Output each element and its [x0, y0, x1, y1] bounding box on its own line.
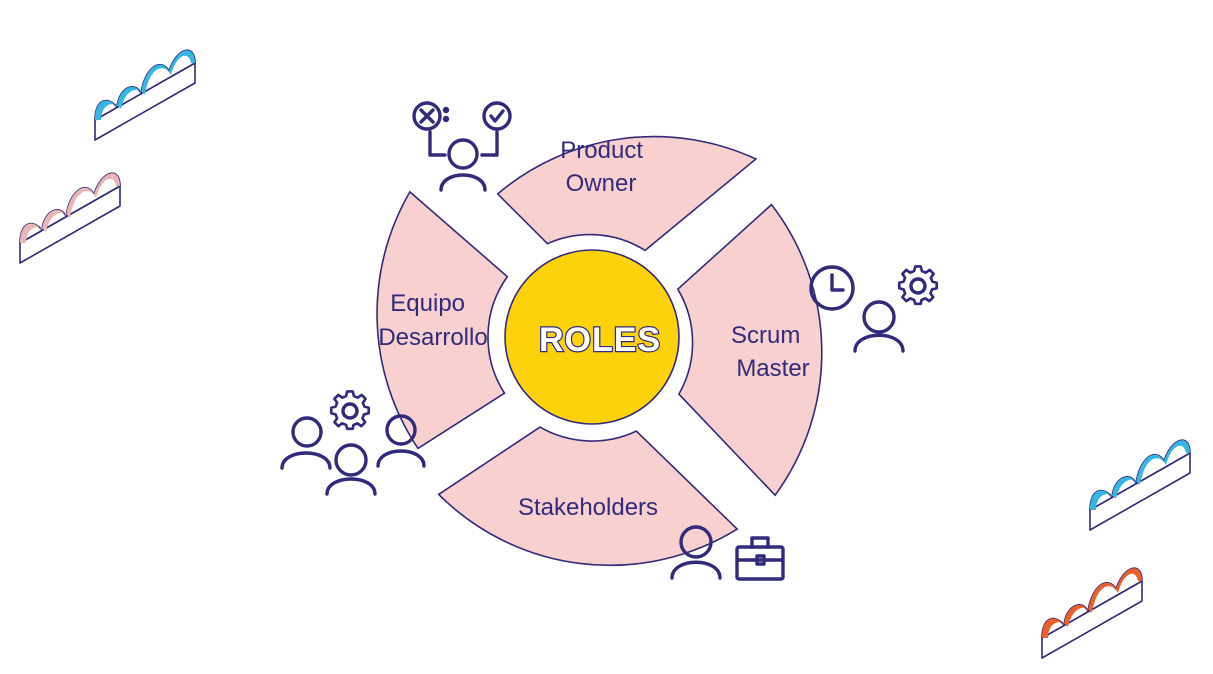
- equipo-desarrollo-label-line1: Equipo: [390, 290, 465, 317]
- cloud-icon: [1041, 567, 1143, 659]
- scrum-master-label-line2: Master: [736, 355, 809, 382]
- cloud-icon: [19, 172, 121, 264]
- segment-equipo-desarrollo: [376, 190, 509, 450]
- gear-icon: [897, 265, 939, 306]
- person-icon: [670, 525, 722, 580]
- center-circle: [504, 249, 680, 425]
- stakeholders-label-line1: Stakeholders: [518, 494, 658, 521]
- equipo-desarrollo-label: Equipo Desarrollo: [378, 290, 487, 351]
- scrum-master-label: Scrum Master: [731, 322, 810, 382]
- team-icon: [280, 414, 426, 496]
- person-reject-approve-icon: [412, 101, 512, 192]
- briefcase-icon: [735, 536, 785, 581]
- clock-icon: [809, 265, 855, 311]
- gear-icon: [329, 390, 371, 431]
- equipo-desarrollo-label-line2: Desarrollo: [378, 324, 487, 351]
- product-owner-label: Product Owner: [560, 137, 649, 197]
- segment-stakeholders: [437, 426, 739, 567]
- segment-product-owner: [496, 135, 758, 252]
- cloud-icon: [1089, 439, 1191, 531]
- person-icon: [853, 300, 905, 353]
- stakeholders-label: Stakeholders: [518, 494, 658, 521]
- segment-scrum-master: [676, 203, 823, 497]
- product-owner-label-line1: Product: [560, 137, 643, 164]
- product-owner-label-line2: Owner: [566, 170, 637, 197]
- cloud-icon: [94, 49, 196, 141]
- center-label: ROLES: [539, 321, 661, 359]
- scrum-master-label-line1: Scrum: [731, 322, 800, 349]
